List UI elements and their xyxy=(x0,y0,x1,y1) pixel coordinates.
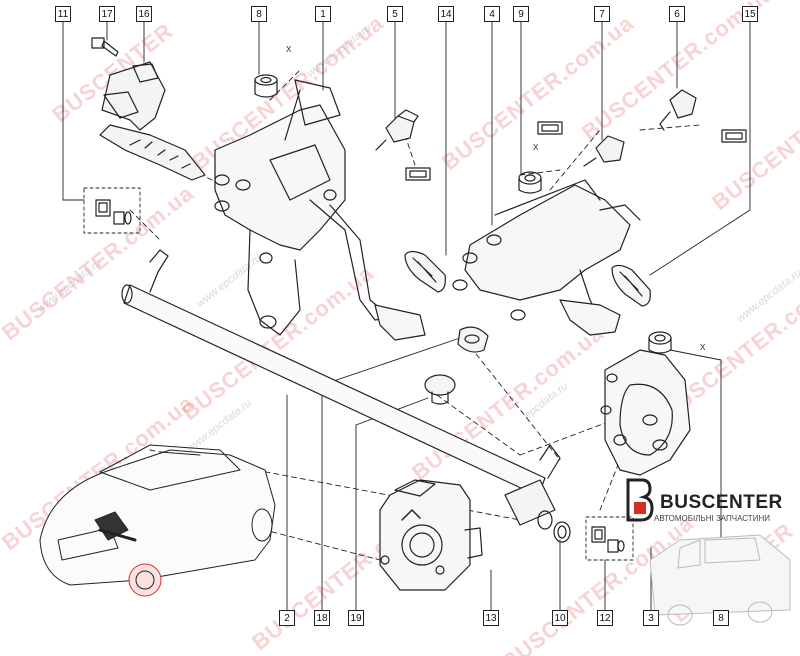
callout-8: 8 xyxy=(251,6,267,22)
callout-2: 2 xyxy=(279,610,295,626)
support-plate-3 xyxy=(600,349,691,476)
circlip-10 xyxy=(553,521,571,543)
callout-7: 7 xyxy=(594,6,610,22)
callout-10: 10 xyxy=(552,610,568,626)
callout-16: 16 xyxy=(136,6,152,22)
vehicle-inset xyxy=(39,444,276,597)
callout-12: 12 xyxy=(597,610,613,626)
pedal-bracket-4 xyxy=(452,179,641,336)
cap-19 xyxy=(424,374,456,405)
callout-6: 6 xyxy=(669,6,685,22)
clip-12 xyxy=(591,526,625,553)
leader-lines xyxy=(62,21,751,611)
minibus-illustration xyxy=(649,534,791,626)
callout-19: 19 xyxy=(348,610,364,626)
callout-9: 9 xyxy=(513,6,529,22)
callout-1: 1 xyxy=(315,6,331,22)
callout-4: 4 xyxy=(484,6,500,22)
detail-boxes xyxy=(83,187,634,561)
grommet-18 xyxy=(457,326,489,353)
switch-5 xyxy=(375,109,431,181)
accelerator-pedal-16 xyxy=(99,61,206,181)
bushing-8-bottom xyxy=(648,331,672,354)
shaft-end xyxy=(504,479,556,530)
x-mark: X xyxy=(533,143,539,152)
brand-tagline: АВТОМОБІЛЬНІ ЗАПЧАСТИНИ xyxy=(654,514,770,523)
pedal-bracket-1 xyxy=(214,79,426,341)
switch-7 xyxy=(537,121,625,167)
brand-logo: BUSCENTER АВТОМОБІЛЬНІ ЗАПЧАСТИНИ xyxy=(620,478,800,538)
bolt-17 xyxy=(91,37,119,57)
x-mark: X xyxy=(286,45,292,54)
x-mark: X xyxy=(700,343,706,352)
callout-3: 3 xyxy=(643,610,659,626)
pedal-pad-14 xyxy=(404,250,446,293)
pedal-pad-15 xyxy=(611,264,651,307)
callout-15: 15 xyxy=(742,6,758,22)
callout-18: 18 xyxy=(314,610,330,626)
callout-8b: 8 xyxy=(713,610,729,626)
bushing-9 xyxy=(518,171,542,194)
callout-13: 13 xyxy=(483,610,499,626)
brand-b-icon xyxy=(626,478,654,522)
sensor-6 xyxy=(659,89,747,143)
housing-13 xyxy=(379,479,483,591)
callout-14: 14 xyxy=(438,6,454,22)
callout-5: 5 xyxy=(387,6,403,22)
callout-17: 17 xyxy=(99,6,115,22)
clip-11 xyxy=(95,199,132,225)
brand-name: BUSCENTER xyxy=(660,492,783,513)
callout-11: 11 xyxy=(55,6,71,22)
bushing-8-top xyxy=(254,74,278,98)
